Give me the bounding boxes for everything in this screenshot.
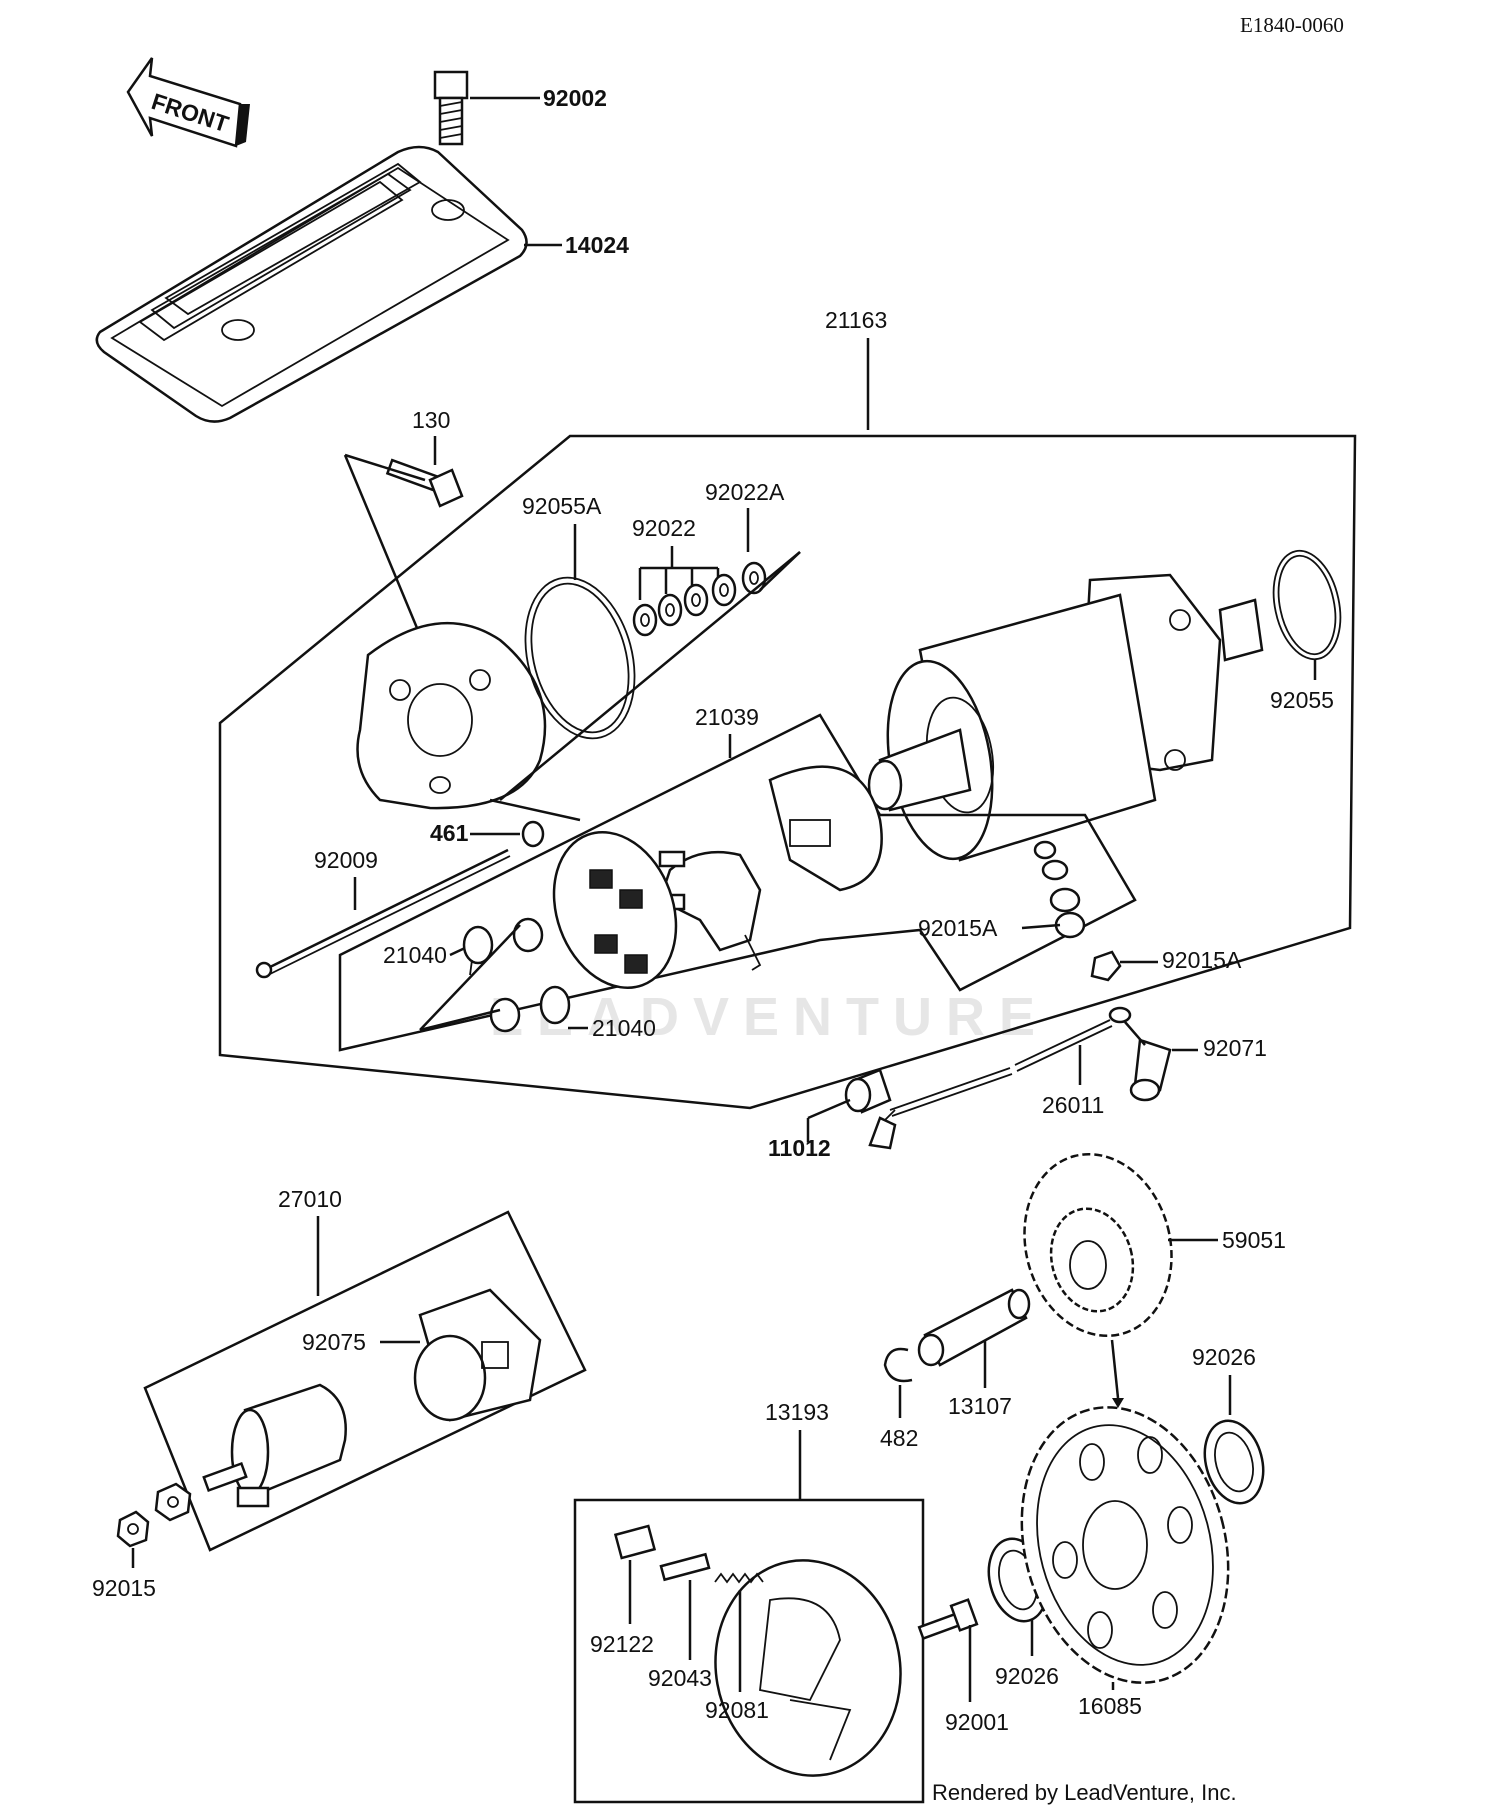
label-92015: 92015 xyxy=(92,1575,156,1601)
clutch-13193 xyxy=(714,1559,902,1777)
spring-21040-b xyxy=(512,917,544,953)
label-130: 130 xyxy=(412,407,450,433)
label-92015A-b: 92015A xyxy=(1162,947,1242,973)
label-27010: 27010 xyxy=(278,1186,342,1212)
nuts-92015 xyxy=(116,1482,192,1548)
label-92001: 92001 xyxy=(945,1709,1009,1735)
washers-92022 xyxy=(632,561,767,637)
label-92055: 92055 xyxy=(1270,687,1334,713)
shaft-13107 xyxy=(917,1288,1031,1367)
bolt-92002 xyxy=(433,70,469,146)
label-21040-a: 21040 xyxy=(383,942,447,968)
label-92026-b: 92026 xyxy=(995,1663,1059,1689)
cover-14024 xyxy=(95,145,528,423)
group-outline-21039 xyxy=(338,713,1137,1052)
label-13107: 13107 xyxy=(948,1393,1012,1419)
label-92122: 92122 xyxy=(590,1631,654,1657)
roller-92122 xyxy=(613,1524,657,1560)
cable-26011 xyxy=(868,1006,1132,1150)
o-ring-92055A xyxy=(524,576,636,740)
starter-motor xyxy=(867,573,1264,862)
label-92081: 92081 xyxy=(705,1697,769,1723)
label-59051: 59051 xyxy=(1222,1227,1286,1253)
credit-text: Rendered by LeadVenture, Inc. xyxy=(932,1780,1237,1805)
gear-59051 xyxy=(1023,1152,1173,1338)
diagram-code: E1840-0060 xyxy=(1240,13,1344,37)
label-482: 482 xyxy=(880,1425,918,1451)
label-92022: 92022 xyxy=(632,515,696,541)
label-92043: 92043 xyxy=(648,1665,712,1691)
label-92071: 92071 xyxy=(1203,1035,1267,1061)
cap-11012 xyxy=(844,1068,892,1114)
label-92002: 92002 xyxy=(543,85,607,111)
group-outline-21163 xyxy=(218,434,1357,1110)
label-92026-a: 92026 xyxy=(1192,1344,1256,1370)
boot-92071 xyxy=(1129,1038,1172,1102)
spring-21040-d xyxy=(539,985,571,1025)
gear-16085 xyxy=(1020,1406,1230,1684)
front-arrow-icon: FRONT xyxy=(126,57,250,148)
brush-holder-ring xyxy=(768,765,883,892)
watermark: LEADVENTURE xyxy=(490,987,1049,1047)
label-92022A: 92022A xyxy=(705,479,785,505)
spring-21040-c xyxy=(489,997,521,1033)
label-92055A: 92055A xyxy=(522,493,602,519)
label-92009: 92009 xyxy=(314,847,378,873)
label-92075: 92075 xyxy=(302,1329,366,1355)
cap-92075 xyxy=(413,1288,542,1422)
bolt-130 xyxy=(385,458,464,508)
washer-92026-a xyxy=(1203,1419,1265,1505)
pin-92043 xyxy=(659,1552,711,1582)
label-16085: 16085 xyxy=(1078,1693,1142,1719)
through-bolt-92009 xyxy=(267,848,509,970)
solenoid-27010 xyxy=(202,1383,347,1508)
label-21040-b: 21040 xyxy=(592,1015,656,1041)
brush-holder-plate xyxy=(552,831,678,989)
spring-21040-a xyxy=(462,925,494,976)
label-14024: 14024 xyxy=(565,232,629,258)
label-92015A-a: 92015A xyxy=(918,915,998,941)
end-cover xyxy=(356,622,547,810)
spring-92081 xyxy=(714,1572,764,1584)
label-21163: 21163 xyxy=(825,307,887,333)
group-outline-13193 xyxy=(573,1498,925,1804)
bolt-92001 xyxy=(917,1598,979,1641)
label-26011: 26011 xyxy=(1042,1092,1104,1118)
label-13193: 13193 xyxy=(765,1399,829,1425)
circlip-482 xyxy=(883,1347,913,1383)
washer-461 xyxy=(521,820,545,848)
label-461: 461 xyxy=(430,820,469,846)
nuts-92015A xyxy=(1033,840,1122,982)
label-21039: 21039 xyxy=(695,704,759,730)
label-11012: 11012 xyxy=(768,1135,831,1161)
o-ring-92055 xyxy=(1272,549,1342,661)
